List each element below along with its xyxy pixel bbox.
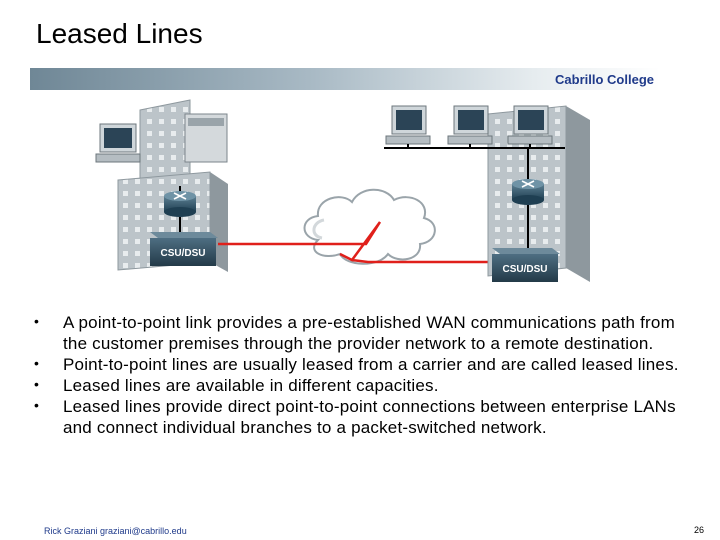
header-banner xyxy=(30,68,660,90)
bullet-text: Point-to-point lines are usually leased … xyxy=(63,355,679,374)
bullet-item: • Point-to-point lines are usually lease… xyxy=(30,354,700,375)
leased-line xyxy=(218,221,508,264)
bullet-text: Leased lines provide direct point-to-poi… xyxy=(63,397,676,437)
left-csu-dsu-icon: CSU/DSU xyxy=(150,232,218,266)
left-csu-label: CSU/DSU xyxy=(160,248,205,259)
provider-network-cloud xyxy=(303,188,436,265)
right-pc-icon-3 xyxy=(507,105,553,148)
bullet-item: • Leased lines are available in differen… xyxy=(30,375,700,396)
bullet-item: • Leased lines provide direct point-to-p… xyxy=(30,396,700,438)
right-router-icon xyxy=(512,179,544,205)
bullet-icon: • xyxy=(34,397,40,413)
bullet-icon: • xyxy=(34,313,40,329)
bullet-text: Leased lines are available in different … xyxy=(63,376,439,395)
left-router-icon xyxy=(164,191,196,217)
bullet-icon: • xyxy=(34,376,40,392)
right-csu-dsu-icon: CSU/DSU xyxy=(492,248,560,282)
college-name: Cabrillo College xyxy=(555,72,654,87)
leased-line-diagram: CSU/DSU CSU/DSU xyxy=(95,99,590,282)
bullet-text: A point-to-point link provides a pre-est… xyxy=(63,313,675,353)
bullet-icon: • xyxy=(34,355,40,371)
right-pc-icon-1 xyxy=(385,105,431,148)
slide-title: Leased Lines xyxy=(36,18,203,49)
bullet-list: • A point-to-point link provides a pre-e… xyxy=(30,312,700,438)
right-pc-icon-2 xyxy=(447,105,493,148)
page-number: 26 xyxy=(693,525,704,535)
left-pc-icon xyxy=(95,123,141,163)
right-csu-label: CSU/DSU xyxy=(502,264,547,275)
footer-author: Rick Graziani graziani@cabrillo.edu xyxy=(44,526,187,536)
bullet-item: • A point-to-point link provides a pre-e… xyxy=(30,312,700,354)
